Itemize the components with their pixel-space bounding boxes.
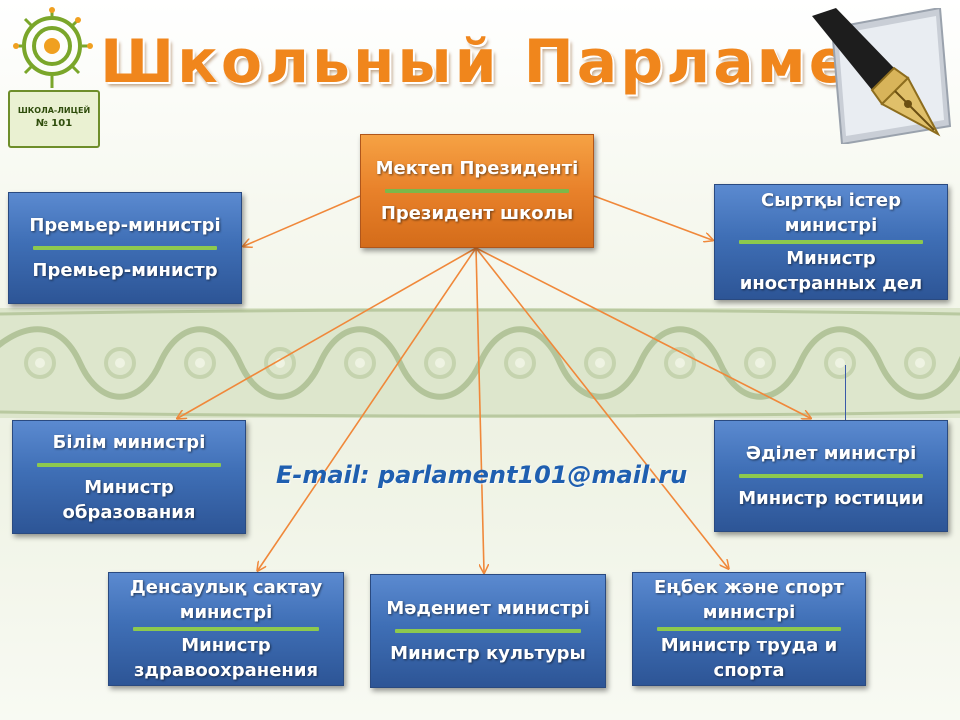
separator: [738, 240, 924, 244]
node-president: Мектеп Президенті Президент школы: [360, 134, 594, 248]
node-culture: Мәдениет министрі Министр культуры: [370, 574, 606, 688]
node-health-kz: Денсаулық сактау министрі: [129, 577, 323, 623]
separator: [36, 462, 222, 467]
arrow-to-labor-sport: [475, 247, 728, 568]
node-culture-kz: Мәдениет министрі: [386, 598, 590, 619]
node-president-ru: Президент школы: [380, 203, 574, 224]
school-logo-icon: [13, 7, 93, 88]
node-justice-ru: Министр юстиции: [738, 488, 924, 509]
node-labor-sport: Еңбек және спорт министрі Министр труда …: [632, 572, 866, 686]
separator: [394, 629, 582, 633]
node-culture-ru: Министр культуры: [390, 643, 586, 664]
node-health-ru: Министр здравоохранения: [133, 635, 319, 681]
email-link[interactable]: E-mail: parlament101@mail.ru: [276, 461, 688, 489]
node-foreign-affairs-ru: Министр иностранных дел: [739, 248, 923, 294]
node-labor-sport-ru: Министр труда и спорта: [660, 635, 838, 681]
divider-line: [845, 365, 846, 421]
separator: [656, 627, 842, 631]
node-justice-kz: Әділет министрі: [745, 443, 917, 464]
arrow-to-prime-minister: [244, 195, 361, 246]
node-education-kz: Білім министрі: [52, 431, 206, 453]
arrow-to-justice: [475, 247, 810, 418]
school-badge: ШКОЛА-ЛИЦЕЙ № 101: [8, 90, 100, 148]
node-prime-minister: Премьер-министрі Премьер-министр: [8, 192, 242, 304]
arrow-to-health: [258, 247, 477, 570]
node-education-ru: Министр образования: [62, 476, 196, 523]
separator: [132, 627, 320, 631]
school-badge-line1: ШКОЛА-ЛИЦЕЙ: [17, 106, 91, 115]
separator: [32, 246, 218, 250]
node-foreign-affairs-kz: Сыртқы істер министрі: [761, 190, 901, 236]
node-prime-minister-kz: Премьер-министрі: [29, 215, 221, 236]
arrow-to-foreign-affairs: [593, 195, 712, 240]
node-president-kz: Мектеп Президенті: [375, 158, 579, 179]
fountain-pen-icon: [812, 8, 952, 144]
ornament-band: [0, 308, 960, 418]
node-labor-sport-kz: Еңбек және спорт министрі: [654, 577, 844, 623]
school-badge-line2: № 101: [35, 118, 73, 129]
separator: [738, 474, 924, 478]
node-justice: Әділет министрі Министр юстиции: [714, 420, 948, 532]
node-prime-minister-ru: Премьер-министр: [32, 260, 218, 281]
node-education: Білім министрі Министр образования: [12, 420, 246, 534]
ornament-pattern: [0, 308, 960, 418]
separator: [384, 189, 570, 193]
page-title: Школьный Парламент: [100, 27, 935, 97]
node-foreign-affairs: Сыртқы істер министрі Министр иностранны…: [714, 184, 948, 300]
arrow-to-culture: [475, 247, 484, 572]
node-health: Денсаулық сактау министрі Министр здраво…: [108, 572, 344, 686]
arrow-to-education: [178, 247, 477, 418]
